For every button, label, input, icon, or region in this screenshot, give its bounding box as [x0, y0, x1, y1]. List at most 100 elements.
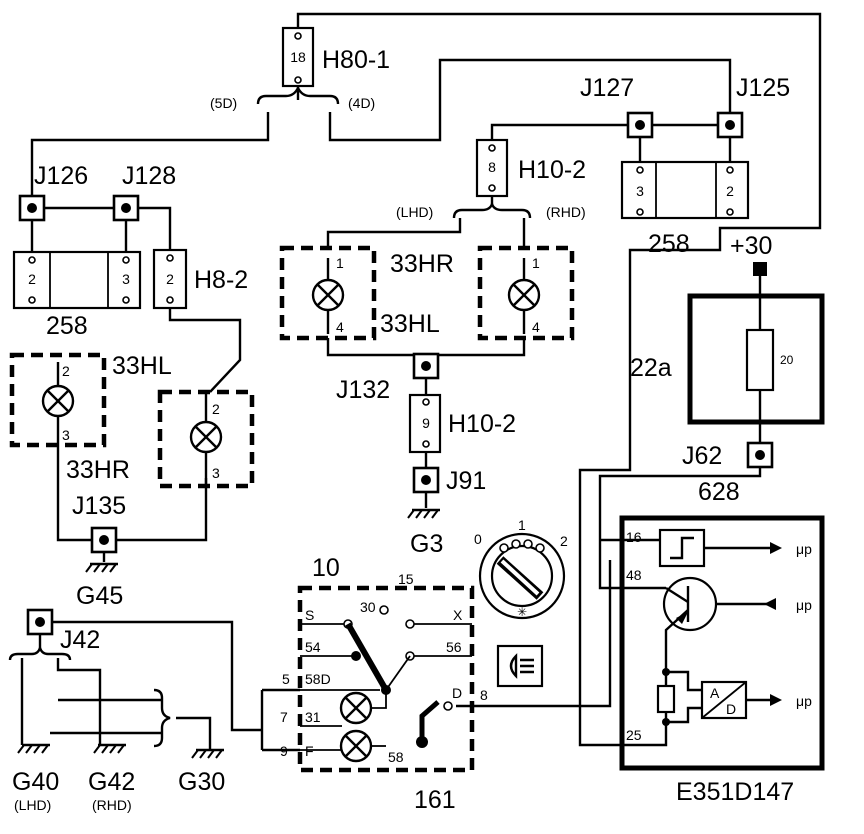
switch-161-label: 161: [414, 786, 456, 814]
ground-icon: [190, 748, 226, 760]
svg-text:8: 8: [488, 159, 496, 175]
svg-text:2: 2: [62, 363, 70, 379]
h80-pin: 18: [290, 49, 306, 65]
fuse-box-label: 22a: [630, 354, 672, 382]
box258-left-label: 258: [46, 312, 88, 340]
h10-2-top-label: H10-2: [518, 156, 586, 184]
connector-258-left: 2 3: [12, 250, 142, 310]
connector-j62-icon: [746, 441, 774, 469]
j128-label: J128: [122, 162, 176, 190]
j126-label: J126: [34, 162, 88, 190]
svg-text:1: 1: [518, 517, 526, 533]
lamp-33hl-left: 2 3: [9, 352, 107, 448]
svg-text:1: 1: [532, 255, 540, 271]
svg-text:48: 48: [626, 567, 642, 583]
svg-text:16: 16: [626, 529, 642, 545]
g42-label: G42: [88, 768, 135, 796]
g45-label: G45: [76, 582, 123, 610]
ground-icon: [16, 743, 52, 755]
j127-label: J127: [580, 74, 634, 102]
connector-j91-icon: [412, 466, 440, 494]
svg-text:25: 25: [626, 727, 642, 743]
svg-text:1: 1: [336, 255, 344, 271]
headlamp-symbol-icon: [496, 644, 544, 688]
lamp-33hr-top: 1 4: [279, 245, 377, 341]
lamp-33hr-top-label: 33HR: [390, 250, 454, 278]
h8-2-label: H8-2: [194, 266, 248, 294]
svg-text:F: F: [305, 743, 314, 759]
g30-label: G30: [178, 768, 225, 796]
j42-split: [8, 644, 72, 661]
g30-brace: [153, 688, 171, 748]
g40-sub: (LHD): [14, 797, 51, 813]
svg-text:μp: μp: [796, 693, 812, 709]
connector-258-right: 3 2: [620, 160, 750, 220]
lamp-icon: [507, 278, 541, 312]
lamp-icon: [189, 420, 223, 454]
svg-text:D: D: [726, 701, 736, 717]
svg-text:3: 3: [212, 465, 220, 481]
j42-label: J42: [60, 626, 100, 654]
j135-label: J135: [72, 492, 126, 520]
svg-text:2: 2: [166, 271, 174, 287]
connector-j127-icon: [626, 111, 654, 139]
h10-2-mid-label: H10-2: [448, 410, 516, 438]
svg-text:S: S: [305, 607, 314, 623]
svg-text:56: 56: [446, 639, 462, 655]
ground-icon: [92, 743, 128, 755]
svg-text:2: 2: [726, 183, 734, 199]
h80-4d: (4D): [348, 95, 375, 111]
svg-text:7: 7: [280, 709, 288, 725]
connector-h10-2-mid: 9 H10-2: [408, 393, 516, 454]
lamp-33hr-left-label: 33HR: [66, 456, 130, 484]
svg-text:20: 20: [780, 353, 794, 367]
svg-text:(RHD): (RHD): [546, 204, 586, 220]
switch-10-label: 10: [312, 554, 340, 582]
svg-text:A: A: [710, 685, 720, 701]
g40-label: G40: [12, 768, 59, 796]
svg-text:30: 30: [360, 599, 376, 615]
svg-text:✳: ✳: [517, 605, 527, 619]
connector-j135-icon: [90, 526, 118, 554]
svg-text:3: 3: [122, 271, 130, 287]
g42-sub: (RHD): [92, 797, 132, 813]
svg-text:0: 0: [474, 531, 482, 547]
svg-text:31: 31: [305, 709, 321, 725]
connector-j128-icon: [112, 194, 140, 222]
svg-text:15: 15: [398, 571, 414, 587]
diagram-code: E351D147: [676, 778, 794, 806]
svg-text:μp: μp: [796, 541, 812, 557]
lamp-33hl-left-label: 33HL: [112, 352, 172, 380]
svg-text:2: 2: [28, 271, 36, 287]
connector-j42-icon: [26, 608, 54, 636]
svg-text:3: 3: [636, 183, 644, 199]
svg-text:8: 8: [480, 687, 488, 703]
rotary-switch-icon: ✳ 0 1 2: [474, 517, 568, 620]
j125-label: J125: [736, 74, 790, 102]
lamp-icon: [41, 384, 75, 418]
module-628: μp μp A D μp 16 48 25: [619, 515, 825, 771]
j91-label: J91: [446, 467, 486, 495]
lamp-33hl-top-label: 33HL: [380, 310, 440, 338]
connector-h10-2-top: 8 H10-2 (LHD) (RHD): [396, 138, 586, 220]
lamp-icon: [311, 278, 345, 312]
svg-text:X: X: [453, 607, 463, 623]
svg-text:2: 2: [212, 401, 220, 417]
connector-j132-icon: [412, 352, 440, 380]
connector-h8-2: 2 H8-2: [152, 248, 248, 310]
connector-j125-icon: [716, 111, 744, 139]
plus30-label: +30: [730, 232, 772, 260]
h80-5d: (5D): [210, 95, 237, 111]
svg-text:4: 4: [532, 319, 540, 335]
svg-text:54: 54: [305, 639, 321, 655]
svg-text:9: 9: [280, 743, 288, 759]
j62-label: J62: [682, 442, 722, 470]
box258-right-label: 258: [648, 230, 690, 258]
ad-converter-icon: A D: [700, 680, 748, 720]
module-628-label: 628: [698, 478, 740, 506]
lamp-33hl-top: 1 4: [477, 245, 575, 341]
g3-label: G3: [410, 530, 443, 558]
transistor-icon: [662, 576, 718, 632]
switch-161: 15 S 30 X 54 56 58D 31 F 58 D: [297, 571, 475, 773]
